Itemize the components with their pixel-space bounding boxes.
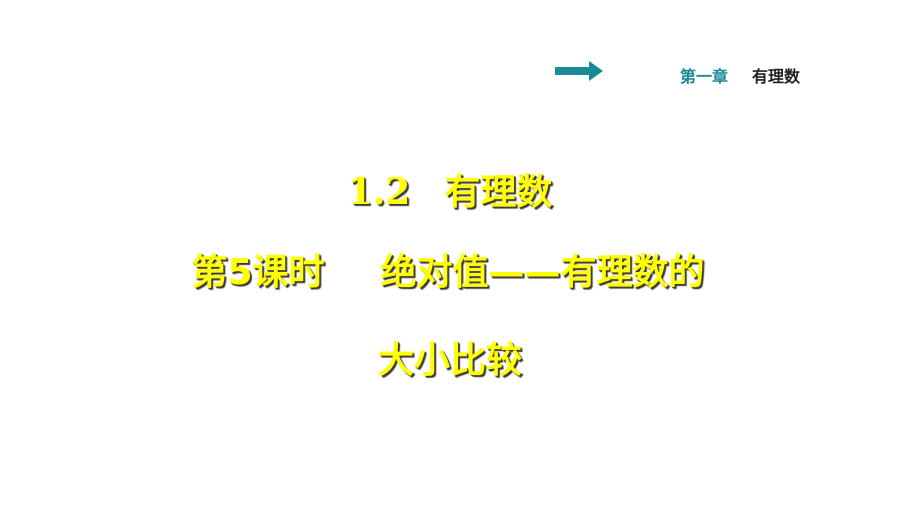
section-number: 1.2 <box>347 171 411 213</box>
lesson-title: 第5课时 绝对值——有理数的 <box>0 248 898 298</box>
chapter-number: 第一章 <box>680 67 729 86</box>
lesson-number: 第5课时 <box>191 252 325 293</box>
section-title: 1.2 有理数 <box>0 168 900 217</box>
topic-line-2: 大小比较 <box>377 340 522 381</box>
chapter-name: 有理数 <box>752 67 801 86</box>
topic-line-1: 绝对值——有理数的 <box>380 252 705 293</box>
chapter-label: 第一章 有理数 <box>680 66 800 88</box>
section-name: 有理数 <box>444 172 553 213</box>
right-arrow-icon <box>555 61 603 81</box>
